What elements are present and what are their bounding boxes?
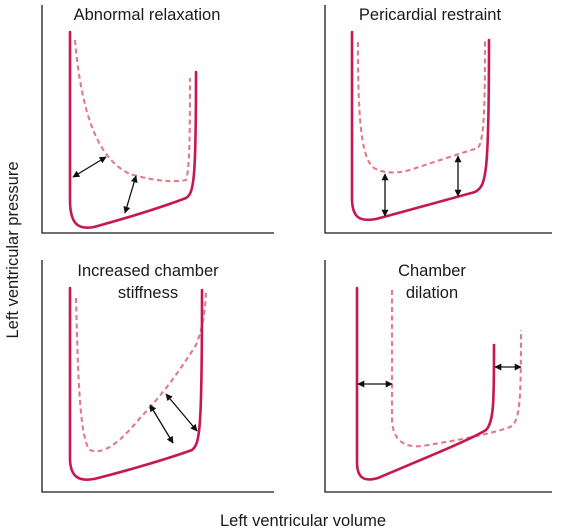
double-arrow [72,156,107,178]
dashed-curve-altered [356,39,487,174]
dashed-curve-altered [390,290,523,448]
solid-curve-baseline [68,30,198,229]
double-arrow [123,175,138,214]
solid-curve-baseline [355,286,496,481]
double-arrow [149,404,174,444]
solid-curve-baseline [68,286,204,481]
panel-title-line-2: stiffness [118,284,178,302]
panel-title: Chamber [398,262,466,280]
panel-title: Abnormal relaxation [74,6,221,24]
y-axis-label: Left ventricular pressure [4,162,22,339]
panel-chamber-dilation: Chamber dilation [324,260,552,493]
panel-frame [324,260,552,493]
dashed-curve-altered [73,39,192,183]
panel-title: Increased chamber [77,262,219,280]
panel-frame [324,5,552,234]
double-arrow [165,393,198,432]
panel-frame [41,260,274,493]
panel-increased-chamber-stiffness: Increased chamber stiffness [41,260,274,493]
dashed-curve-altered [74,291,208,453]
solid-curve-baseline [350,30,491,222]
panel-pericardial-restraint: Pericardial restraint [324,5,552,234]
panel-frame [41,5,274,234]
panel-abnormal-relaxation: Abnormal relaxation [41,5,274,234]
panel-title-line-2: dilation [406,284,458,302]
panel-title: Pericardial restraint [359,6,502,24]
x-axis-label: Left ventricular volume [220,512,386,530]
